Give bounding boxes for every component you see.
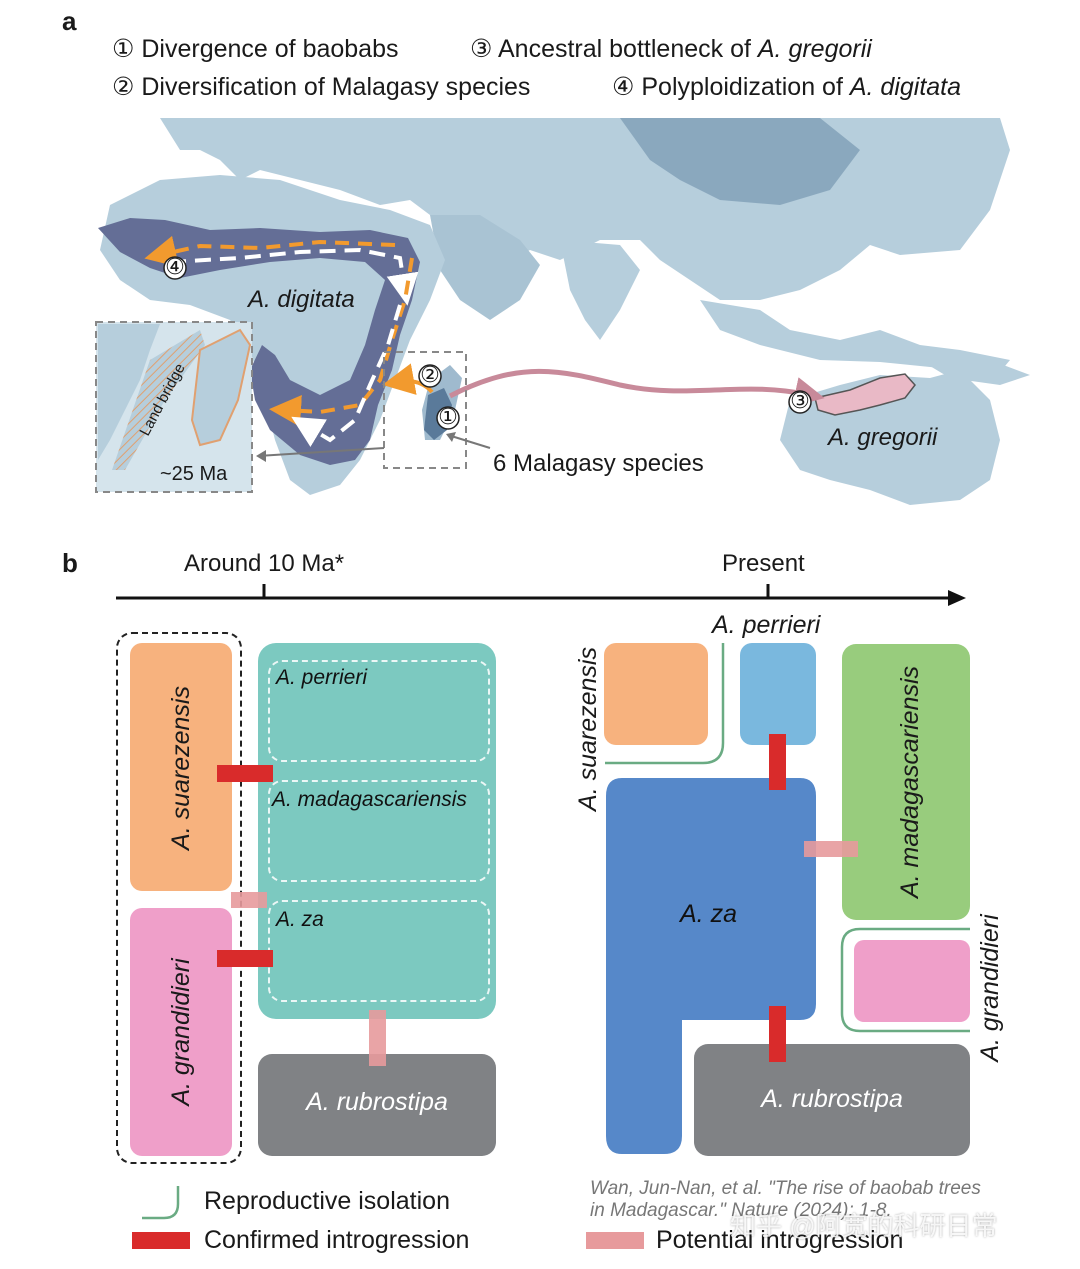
gregorii-label: A. gregorii [828,424,938,451]
legend-item-2: ② Diversification of Malagasy species [112,72,530,102]
left-potential-suarezensis-grandidieri [231,892,267,908]
orange-arrow-madagascar [382,363,434,395]
right-za-shape [606,778,816,1154]
legend-item-4: ④ Polyploidization of A. digitata [612,72,961,102]
right-confirmed-perrieri-za [769,734,786,790]
timeline-present-label: Present [722,550,805,577]
right-confirmed-za-rubrostipa [769,1006,786,1062]
left-grandidieri-label: A. grandidieri [167,958,195,1106]
legend-text: Divergence of baobabs [141,35,399,63]
marker-1-label: ① [438,404,458,429]
inset-land-bridge [112,330,205,470]
right-madagascariensis-box [842,644,970,920]
left-rubrostipa-box [258,1054,496,1156]
legend-num: ③ [470,35,493,63]
pointer-malagasy [447,434,491,449]
legend-species: A. digitata [849,73,962,101]
timeline-past-label: Around 10 Ma* [184,550,345,577]
citation: Wan, Jun-Nan, et al. "The rise of baobab… [590,1178,981,1221]
white-arrow-south [291,304,402,447]
se-asia-islands [700,300,1010,372]
left-suarezensis-box [130,643,232,891]
marker-2-label: ② [420,362,440,387]
right-rubrostipa-box [694,1044,970,1156]
left-madagascariensis-region [268,780,490,882]
right-perrieri-box [740,643,816,745]
legend-isolation-text: Reproductive isolation [204,1187,450,1215]
left-confirmed-suarezensis-teal [217,765,273,782]
panel-b-letter: b [62,548,78,578]
legend-isolation-symbol [142,1186,180,1220]
white-arrow-path [169,247,419,306]
legend-num: ④ [612,73,635,101]
left-madagascariensis-label: A. madagascariensis [272,788,467,811]
legend-num: ② [112,73,135,101]
right-grandidieri-label: A. grandidieri [976,914,1004,1062]
left-rubrostipa-label: A. rubrostipa [306,1088,448,1116]
left-potential-teal-rubrostipa [369,1010,386,1066]
right-suarezensis-isolation [605,643,725,765]
left-suarezensis-label: A. suarezensis [167,686,195,850]
legend-text: Diversification of Malagasy species [141,73,531,101]
inset-madagascar [190,328,252,447]
legend-potential-symbol [586,1232,644,1249]
right-suarezensis-label: A. suarezensis [574,647,602,811]
world-map [95,118,1030,505]
legend-confirmed-symbol [132,1232,190,1249]
gregorii-range [814,373,916,416]
watermark: 知乎 @阿宽的科研日常 [730,1211,998,1241]
right-rubrostipa-label: A. rubrostipa [761,1085,903,1113]
digitata-label: A. digitata [248,286,355,313]
arabia-landmass [430,215,540,320]
marker-1 [436,406,460,430]
new-guinea-landmass [920,360,1030,385]
orange-arrow-south [269,257,414,427]
legend-text: Polyploidization of [641,73,850,101]
right-grandidieri-box [854,940,970,1022]
legend-text: Ancestral bottleneck of [498,35,758,63]
marker-3-label: ③ [790,388,810,413]
right-madagascariensis-label: A. madagascariensis [896,665,924,899]
orange-arrow-path [144,235,396,268]
left-za-label: A. za [276,908,324,931]
legend-item-1: ① Divergence of baobabs [112,34,399,64]
pointer-25ma [257,447,385,457]
panel-a-letter: a [62,6,77,36]
left-confirmed-grandidieri-teal [217,950,273,967]
madagascar-box [383,351,467,469]
marker-3 [788,390,812,414]
asia-highland [620,118,860,205]
right-za-label: A. za [680,900,737,928]
left-perrieri-label: A. perrieri [276,666,368,689]
malagasy-species-label: 6 Malagasy species [493,450,704,477]
pointer-25ma-head [256,450,266,462]
digitata-range [98,218,420,465]
legend-species: A. gregorii [757,35,872,63]
inset-africa-coast [98,324,160,460]
right-grandidieri-isolation [840,927,970,1033]
right-potential-za-madagascariensis [804,841,858,857]
pink-arrow-australia [448,368,825,407]
legend-confirmed-text: Confirmed introgression [204,1226,470,1254]
left-teal-box [258,643,496,1019]
marker-4-label: ④ [165,254,185,279]
right-perrieri-label: A. perrieri [712,611,821,639]
legend-num: ① [112,35,135,63]
pointer-malagasy-head [446,432,456,442]
left-grandidieri-box [130,908,232,1156]
india-landmass [560,240,640,340]
timeline-axis [116,584,966,606]
legend-potential-text: Potential introgression [656,1226,904,1254]
legend-item-3: ③ Ancestral bottleneck of A. gregorii [470,34,872,64]
right-suarezensis-box [604,643,708,745]
left-perrieri-region [268,660,490,762]
age-label: ~25 Ma [160,463,228,485]
marker-4 [163,256,187,280]
marker-2 [418,364,442,388]
